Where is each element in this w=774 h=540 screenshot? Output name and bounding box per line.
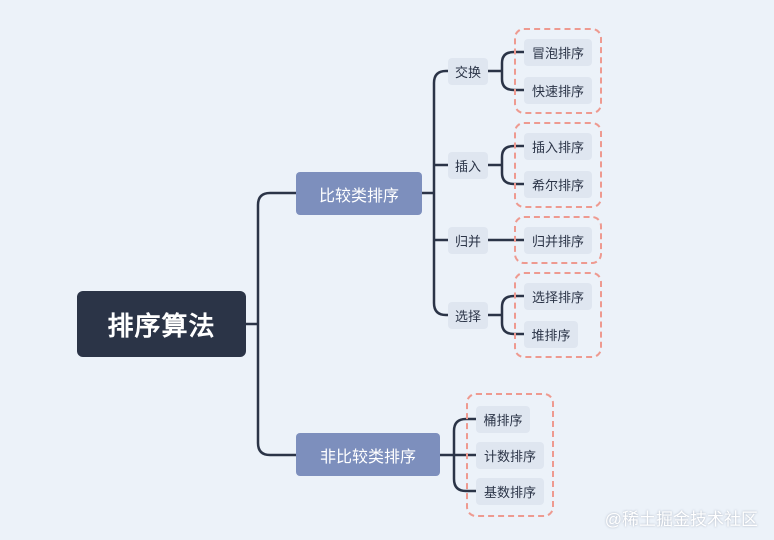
connector-comparison-groups [420, 69, 450, 317]
group-node-exchange[interactable]: 交换 [448, 58, 488, 85]
watermark: @稀土掘金技术社区 [604, 510, 758, 529]
group-node-insertion[interactable]: 插入 [448, 152, 488, 179]
connector-root-trunk [244, 191, 298, 457]
leaf-insertion-sort[interactable]: 插入排序 [524, 133, 592, 160]
leaf-bucket-sort[interactable]: 桶排序 [476, 406, 530, 433]
group-frame-selection [514, 272, 602, 358]
leaf-shell-sort[interactable]: 希尔排序 [524, 171, 592, 198]
leaf-radix-sort[interactable]: 基数排序 [476, 478, 544, 505]
connector-non-comparison [438, 417, 478, 493]
group-frame-non-comparison [466, 393, 554, 517]
group-frame-insertion [514, 122, 602, 208]
group-node-merge[interactable]: 归并 [448, 227, 488, 254]
non-comparison-sort-node[interactable]: 非比较类排序 [296, 433, 440, 476]
leaf-merge-sort[interactable]: 归并排序 [524, 227, 592, 254]
leaf-heap-sort[interactable]: 堆排序 [524, 321, 578, 348]
connector-exchange [486, 50, 526, 92]
leaf-counting-sort[interactable]: 计数排序 [476, 442, 544, 469]
leaf-selection-sort[interactable]: 选择排序 [524, 283, 592, 310]
group-frame-exchange [514, 28, 602, 114]
group-frame-merge [514, 216, 602, 264]
connector-insertion [486, 144, 526, 186]
connector-selection [486, 294, 526, 336]
leaf-quick-sort[interactable]: 快速排序 [524, 77, 592, 104]
group-node-selection[interactable]: 选择 [448, 302, 488, 329]
leaf-bubble-sort[interactable]: 冒泡排序 [524, 39, 592, 66]
comparison-sort-node[interactable]: 比较类排序 [296, 172, 422, 215]
root-node[interactable]: 排序算法 [77, 291, 246, 357]
